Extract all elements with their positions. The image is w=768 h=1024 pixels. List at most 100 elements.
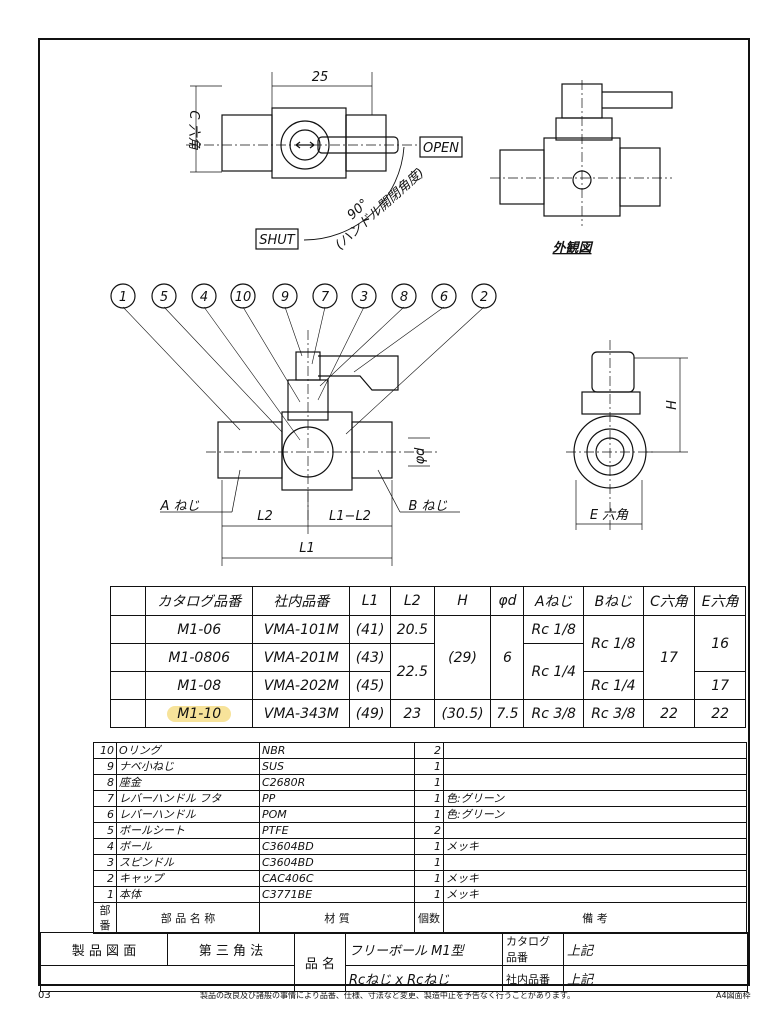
parts-cell-no: 8	[93, 774, 117, 791]
parts-header-qty: 個数	[414, 902, 444, 934]
parts-cell-qty: 2	[414, 822, 444, 839]
dim-e-hex: E 六角	[590, 508, 629, 523]
balloon-9: 9	[281, 290, 289, 305]
parts-cell-material: NBR	[259, 742, 415, 759]
parts-cell-material: PTFE	[259, 822, 415, 839]
dim-phi-d: φd	[413, 447, 428, 465]
external-view-caption: 外観図	[551, 240, 593, 256]
parts-cell-material: C3604BD	[259, 838, 415, 855]
parts-cell-name: ナベ小ねじ	[116, 758, 260, 775]
balloon-1: 1	[119, 290, 127, 305]
parts-cell-note	[443, 854, 747, 871]
spec-header-row: カタログ品番 社内品番 L1 L2 H φd Aねじ Bねじ C六角 E六角	[110, 586, 746, 616]
title-product-label: 品 名	[294, 932, 346, 992]
balloon-8: 8	[400, 290, 408, 305]
spec-header-b: Bねじ	[583, 586, 644, 616]
parts-cell-name: レバーハンドル フタ	[116, 790, 260, 807]
parts-cell-name: 座金	[116, 774, 260, 791]
parts-cell-note	[443, 742, 747, 759]
title-block: 製 品 図 面 第 三 角 法 品 名 フリーボール M1型 カタログ品番 上記…	[40, 932, 748, 992]
footer-size: A4図面枠	[716, 991, 751, 1000]
balloon-5: 5	[160, 290, 168, 305]
table-row: M1-10 VMA-343M (49) 23 (30.5) 7.5 Rc 3/8…	[110, 699, 746, 728]
title-internal-label: 社内品番	[502, 965, 564, 992]
dim-c-hex: C 六角	[186, 110, 201, 150]
parts-cell-material: SUS	[259, 758, 415, 775]
table-row: M1-0806 VMA-201M (43) 22.5 Rc 1/4	[110, 643, 746, 700]
drawing-views: 25 C 六角 OPEN SHUT 90° (ハンドル開閉角度) 外観図 1 5…	[110, 70, 688, 566]
dim-l1: L1	[299, 541, 315, 556]
balloon-7: 7	[321, 290, 330, 305]
balloon-2: 2	[480, 290, 488, 305]
spec-header-h: H	[433, 586, 492, 616]
parts-header-no: 部番	[93, 902, 117, 934]
external-view	[490, 80, 673, 226]
parts-cell-name: スピンドル	[116, 854, 260, 871]
footer-notice: 製品の改良及び諸般の事情により品番、仕様、寸法など変更、製造中止を予告なく行うこ…	[200, 991, 576, 1000]
parts-cell-qty: 1	[414, 886, 444, 903]
parts-cell-no: 1	[93, 886, 117, 903]
spec-header-internal: 社内品番	[252, 586, 351, 616]
parts-cell-qty: 1	[414, 854, 444, 871]
parts-cell-no: 7	[93, 790, 117, 807]
parts-cell-name: 本体	[116, 886, 260, 903]
parts-cell-qty: 1	[414, 806, 444, 823]
parts-cell-no: 9	[93, 758, 117, 775]
dim-l2: L2	[257, 509, 273, 524]
parts-cell-material: POM	[259, 806, 415, 823]
parts-cell-material: C3604BD	[259, 854, 415, 871]
parts-cell-material: C2680R	[259, 774, 415, 791]
parts-cell-note	[443, 822, 747, 839]
parts-cell-qty: 2	[414, 742, 444, 759]
balloon-3: 3	[360, 290, 368, 305]
highlighted-catalog: M1-10	[144, 699, 254, 728]
title-catalog-label: カタログ品番	[502, 932, 564, 966]
parts-cell-note: 色:グリーン	[443, 806, 747, 823]
parts-header-note: 備 考	[443, 902, 747, 934]
balloon-circles	[110, 283, 497, 309]
title-projection: 第 三 角 法	[167, 932, 295, 966]
parts-cell-note: 色:グリーン	[443, 790, 747, 807]
page-number: 03	[38, 990, 51, 1001]
title-thread: Rcねじ x Rcねじ	[345, 965, 503, 992]
parts-cell-note: メッキ	[443, 870, 747, 887]
parts-cell-qty: 1	[414, 774, 444, 791]
dim-l1-l2: L1−L2	[329, 509, 371, 524]
label-a-thread: A ねじ	[159, 499, 199, 514]
parts-cell-no: 4	[93, 838, 117, 855]
parts-header-row: 部番部 品 名 称材 質個数備 考	[93, 902, 747, 934]
title-catalog-value: 上記	[563, 932, 748, 966]
side-view	[566, 340, 688, 530]
parts-cell-qty: 1	[414, 758, 444, 775]
parts-cell-note: メッキ	[443, 838, 747, 855]
title-product-name: フリーボール M1型	[345, 932, 503, 966]
parts-cell-name: レバーハンドル	[116, 806, 260, 823]
table-row: M1-08 VMA-202M (45) Rc 1/4 17	[110, 671, 746, 700]
parts-cell-note	[443, 774, 747, 791]
label-shut: SHUT	[259, 233, 296, 248]
title-internal-value: 上記	[563, 965, 748, 992]
label-open: OPEN	[423, 141, 459, 156]
section-view	[122, 306, 485, 566]
parts-header-material: 材 質	[259, 902, 415, 934]
parts-cell-name: ボールシート	[116, 822, 260, 839]
parts-cell-material: CAC406C	[259, 870, 415, 887]
parts-cell-qty: 1	[414, 790, 444, 807]
balloon-labels: 1 5 4 10 9 7 3 8 6 2	[119, 290, 488, 305]
spec-header-a: Aねじ	[523, 586, 585, 616]
balloon-6: 6	[440, 290, 448, 305]
spec-header-catalog: カタログ品番	[144, 586, 254, 616]
parts-cell-name: ボール	[116, 838, 260, 855]
dim-h: H	[665, 400, 680, 410]
top-view	[186, 72, 463, 250]
